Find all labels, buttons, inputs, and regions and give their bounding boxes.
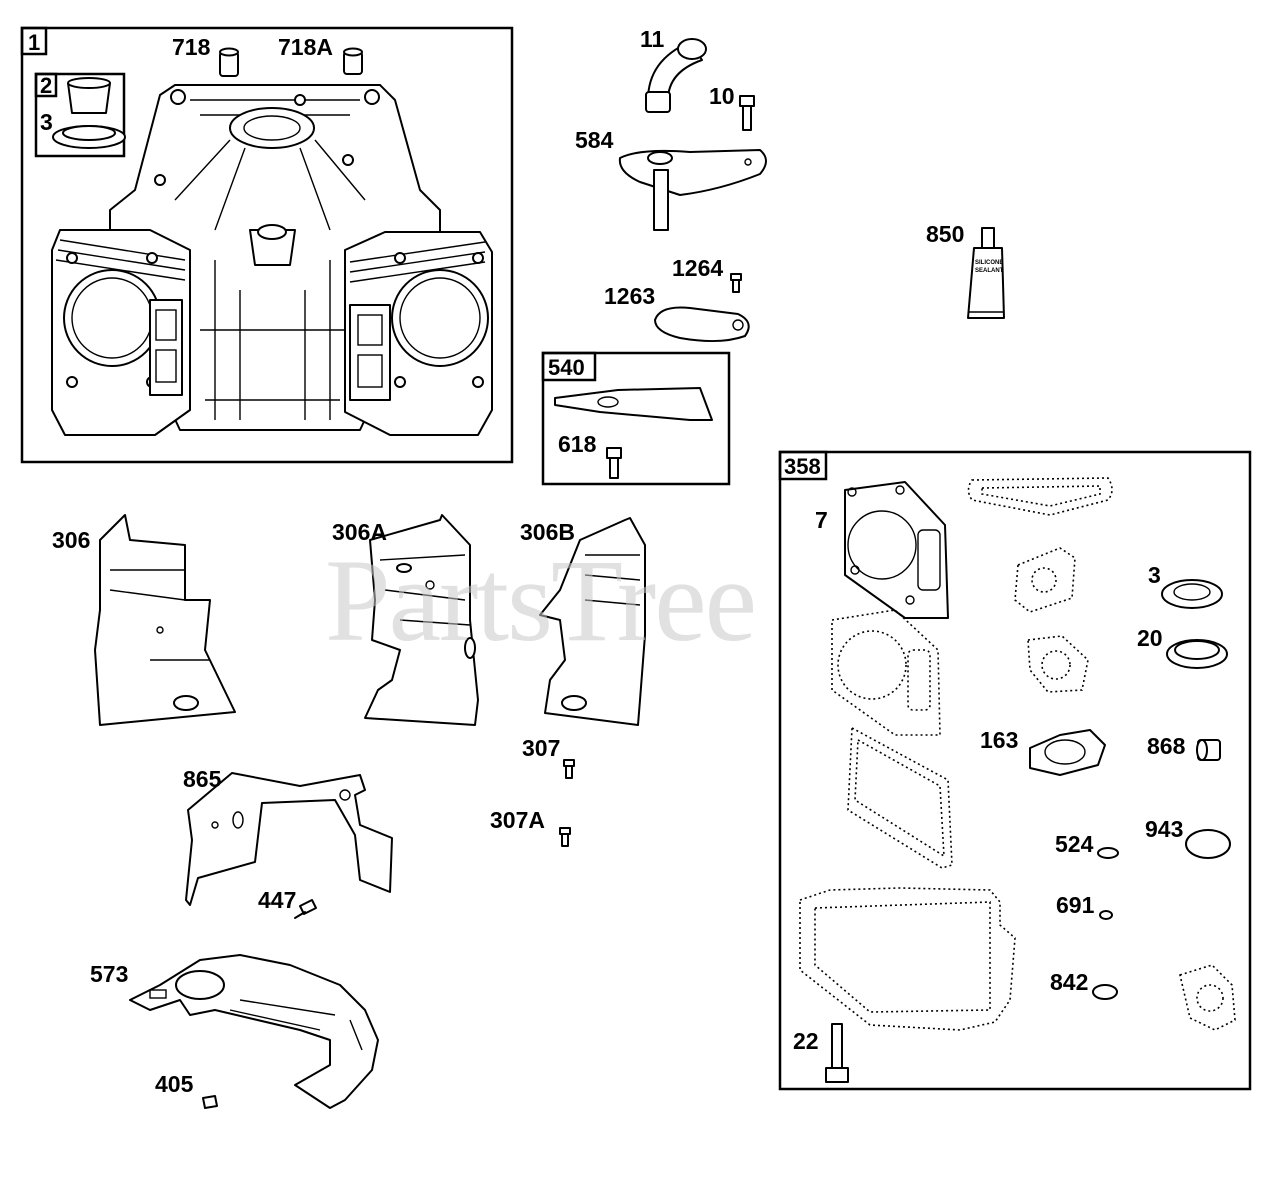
bushing-868-part: [1196, 739, 1221, 761]
seal-20-part: [1166, 639, 1228, 669]
oring-524-part: [1097, 847, 1119, 859]
head-gasket-7-part: [844, 481, 949, 619]
dowel-pin-718: [219, 47, 239, 77]
callout-868: 868: [1147, 733, 1186, 759]
callout-306b: 306B: [520, 519, 575, 545]
callout-307: 307: [522, 735, 560, 761]
intake-gasket-middle-part: [1027, 635, 1089, 693]
group-1-tag: [20, 26, 48, 56]
group-2-frame: [34, 72, 126, 158]
group-358-number: 358: [784, 454, 821, 479]
callout-447: 447: [258, 887, 296, 913]
group-358-tag: [778, 450, 828, 481]
callout-307a: 307A: [490, 807, 545, 833]
callout-405: 405: [155, 1071, 194, 1097]
oil-seal-part: [52, 125, 126, 149]
callout-691: 691: [1056, 892, 1095, 918]
oring-691-part: [1099, 910, 1113, 920]
group-1-frame: [20, 26, 514, 464]
baffle-1263-part: 1263: [604, 283, 750, 343]
screw-447-part: 447: [258, 887, 317, 919]
callout-7: 7: [815, 507, 828, 533]
intake-gasket-upper-part: [1014, 547, 1076, 613]
callout-163: 163: [980, 727, 1018, 753]
breather-tube-part: 11: [640, 26, 707, 113]
cylinder-shroud-306a-part: 306A: [332, 514, 479, 726]
group-2-tag: [34, 72, 58, 98]
screw-307-part: 307: [522, 735, 575, 779]
callout-1263: 1263: [604, 283, 655, 309]
callout-618: 618: [558, 431, 597, 457]
callout-584: 584: [575, 127, 614, 153]
group-1-number: 1: [28, 30, 40, 55]
screw-405-part: 405: [155, 1071, 218, 1109]
callout-306a: 306A: [332, 519, 387, 545]
shield-540-part: [554, 387, 713, 421]
crankcase-gasket-part: [799, 887, 1016, 1031]
sealant-label-line-1: SILICONE: [975, 260, 1003, 266]
group-540: 540 618: [541, 351, 731, 486]
callout-20: 20: [1137, 625, 1163, 651]
cylinder-shroud-306b-part: 306B: [520, 517, 646, 726]
group-540-number: 540: [548, 355, 585, 380]
breather-plate-part: 584: [575, 127, 767, 231]
callout-943: 943: [1145, 816, 1183, 842]
callout-306: 306: [52, 527, 90, 553]
group-540-frame: [541, 351, 731, 486]
group-1-crankcase: 1 2: [20, 26, 514, 464]
callout-718a: 718A: [278, 34, 333, 60]
screw-1264-part: 1264: [672, 255, 742, 293]
screw-618-part: [606, 447, 622, 479]
blower-housing-573-part: 573: [90, 954, 379, 1109]
oil-seal-3-part: [1161, 579, 1223, 609]
screw-10-part: 10: [709, 83, 755, 131]
watermark: PartsTree: [325, 535, 755, 666]
dowel-pin-718a: [343, 47, 363, 75]
oring-842-part: [1092, 984, 1118, 1000]
screw-307a-part: 307A: [490, 807, 571, 847]
callout-22: 22: [793, 1028, 819, 1054]
callout-718: 718: [172, 34, 211, 60]
exhaust-gasket-top-part: [967, 477, 1113, 516]
callout-3-seal-kit: 3: [1148, 562, 1161, 588]
callout-850: 850: [926, 221, 964, 247]
callout-3-seal: 3: [40, 109, 53, 135]
callout-1264: 1264: [672, 255, 723, 281]
callout-10: 10: [709, 83, 735, 109]
bolt-22-part: [825, 1023, 849, 1083]
callout-573: 573: [90, 961, 128, 987]
exhaust-gasket-bottom-part: [1179, 964, 1236, 1031]
callout-524: 524: [1055, 831, 1094, 857]
callout-11: 11: [640, 26, 665, 52]
valve-cover-gasket-part: [847, 726, 953, 869]
crankcase-block-part: [51, 84, 493, 436]
callout-865: 865: [183, 766, 222, 792]
head-gasket-second-part: [831, 609, 941, 736]
group-540-tag: [541, 351, 597, 382]
cylinder-shroud-306-part: 306: [52, 514, 236, 726]
group-358-gasket-set: 358: [778, 450, 1252, 1091]
group-358-frame: [778, 450, 1252, 1091]
baffle-865-part: 865: [183, 766, 393, 906]
silicone-sealant-tube-part: SILICONE SEALANT 850: [926, 221, 1005, 319]
sleeve-bushing-part: [67, 77, 111, 114]
gasket-163-part: [1029, 729, 1106, 776]
sealant-label-line-2: SEALANT: [975, 268, 1004, 274]
callout-842: 842: [1050, 969, 1088, 995]
group-2-number: 2: [40, 73, 52, 98]
oring-943-part: [1185, 829, 1231, 859]
